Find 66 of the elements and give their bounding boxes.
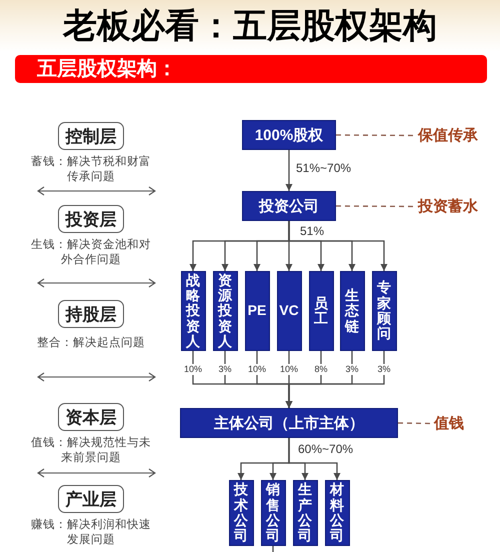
entity-box (180, 271, 206, 351)
dashed-connector (336, 205, 415, 208)
entity-box (276, 271, 302, 351)
entity-label: 生态链 (344, 288, 360, 334)
edge-label: 60%~70% (297, 442, 354, 456)
entity-label: 专家顾问 (376, 280, 392, 342)
arrow (288, 221, 388, 271)
layer-box (58, 300, 124, 328)
entity-box (324, 480, 350, 546)
entity-label: 销售公司 (264, 482, 281, 544)
arrow (288, 438, 340, 480)
edge-label: 8% (314, 364, 328, 375)
section-banner (15, 55, 487, 83)
edge-label: 10% (183, 364, 203, 375)
entity-box (244, 271, 270, 351)
entity-label: 材料公司 (328, 482, 345, 544)
edge-label: 3% (376, 364, 392, 375)
arrow (286, 150, 292, 191)
layer-description: 蓄钱：解决节税和财富传承问题 (30, 155, 152, 185)
entity-label: PE (246, 303, 268, 319)
edge-label: 3% (344, 364, 360, 375)
edge-label: 10% (279, 364, 299, 375)
entity-box (340, 271, 364, 351)
entity-label: 战略投资人 (184, 272, 201, 350)
entity-box (228, 480, 254, 546)
annotation-text: 值钱 (434, 414, 468, 433)
edge-label: 51%~70% (295, 161, 352, 175)
edge-label: 10% (247, 364, 267, 375)
layer-description: 值钱：解决规范性与未来前景问题 (30, 436, 152, 466)
layer-label: 产业层 (66, 490, 116, 508)
entity-box (242, 191, 336, 221)
edge-label: 51% (299, 224, 326, 238)
entity-box (308, 271, 334, 351)
banner-heading: 五层股权架构： (37, 59, 177, 79)
dashed-connector (398, 422, 431, 424)
entity-box (212, 271, 238, 351)
layer-box (58, 122, 124, 150)
layer-box (58, 205, 124, 233)
layer-description: 整合：解决起点问题 (36, 336, 146, 351)
annotation-text: 投资蓄水 (418, 197, 482, 216)
entity-box (180, 408, 398, 438)
entity-label: 主体公司（上市主体） (214, 416, 364, 430)
title: 老板必看：五层股权架构 (63, 6, 437, 46)
layer-label: 控制层 (66, 128, 116, 144)
edge-label: 3% (218, 364, 232, 375)
entity-box (260, 480, 286, 546)
layer-label: 投资层 (66, 210, 116, 228)
layer-description: 赚钱：解决利润和快速发展问题 (30, 518, 152, 548)
entity-label: 投资公司 (259, 198, 319, 214)
entity-label: 技术公司 (232, 482, 249, 544)
layer-label: 资本层 (66, 408, 116, 426)
entity-label: 100%股权 (254, 128, 324, 142)
arrow (286, 351, 385, 408)
entity-label: 生产公司 (296, 482, 313, 544)
entity-box (292, 480, 318, 546)
annotation-text: 保值传承 (418, 126, 482, 145)
layer-box (58, 485, 124, 513)
layer-box (58, 403, 124, 431)
entity-label: 员工 (313, 296, 329, 326)
layer-description: 生钱：解决资金池和对外合作问题 (30, 238, 152, 268)
layer-label: 持股层 (66, 306, 116, 322)
entity-label: VC (278, 303, 300, 319)
entity-box (242, 120, 336, 150)
entity-box (372, 271, 396, 351)
entity-label: 资源投资人 (216, 272, 234, 350)
dashed-connector (336, 134, 415, 136)
